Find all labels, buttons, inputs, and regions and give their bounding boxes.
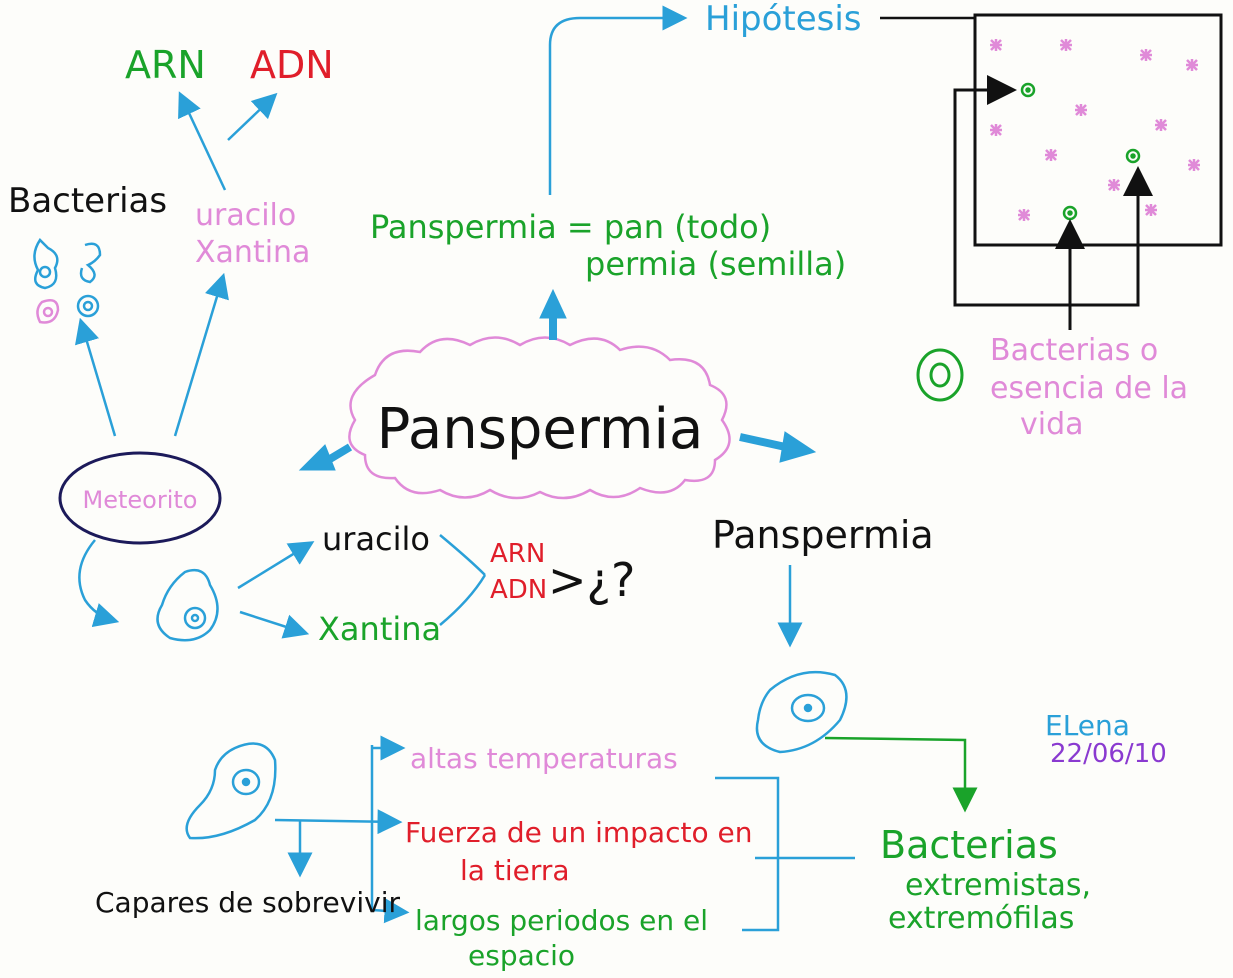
adn-label-top: ADN bbox=[250, 43, 334, 87]
panspermia-label-right: Panspermia bbox=[712, 513, 934, 557]
legend-line1: Bacterias o bbox=[990, 333, 1158, 368]
fuerza-label-1: Fuerza de un impacto en bbox=[405, 816, 752, 849]
arrow-cell-bacterias bbox=[824, 736, 978, 813]
arrow-to-hipotesis bbox=[548, 5, 688, 195]
arrow-to-largos bbox=[371, 898, 410, 924]
connector-to-bacterias bbox=[715, 776, 855, 932]
arrow-cell-xantina bbox=[239, 610, 310, 639]
bacterias-label-right: Bacterias bbox=[880, 823, 1058, 867]
legend-line3: vida bbox=[1020, 407, 1084, 442]
signature-date: 22/06/10 bbox=[1050, 739, 1167, 769]
meteorito-label: Meteorito bbox=[83, 486, 198, 514]
bacterias-label-top: Bacterias bbox=[8, 181, 167, 221]
xantina-label-mid: Xantina bbox=[318, 610, 441, 648]
cell-drawing-right bbox=[755, 670, 848, 754]
adn-label-mid: ADN bbox=[490, 575, 547, 605]
legend-seed-icon bbox=[916, 348, 964, 402]
central-cloud bbox=[348, 336, 731, 500]
uracilo-label-mid: uracilo bbox=[322, 520, 430, 558]
arrow-meteorito-xantina bbox=[173, 272, 229, 437]
xantina-label-top: Xantina bbox=[195, 235, 310, 270]
meteorito-ellipse bbox=[58, 451, 222, 545]
fuerza-label-2: la tierra bbox=[460, 854, 570, 887]
arrow-to-arn bbox=[178, 91, 227, 191]
central-title: Panspermia bbox=[377, 397, 704, 462]
arrow-meteorito-bacterias bbox=[75, 317, 117, 437]
largos-label-2: espacio bbox=[468, 939, 575, 972]
cell-drawing-mid bbox=[156, 568, 219, 642]
extremistas-label: extremistas, bbox=[905, 868, 1091, 903]
cell-drawing-bottom bbox=[185, 742, 277, 840]
question-mark: >¿? bbox=[548, 553, 635, 607]
bracket-to-arn-adn bbox=[439, 534, 487, 626]
capaces-label: Capares de sobrevivir bbox=[95, 886, 400, 919]
largos-label-1: largos periodos en el bbox=[415, 904, 708, 937]
arrow-to-adn bbox=[227, 92, 278, 141]
bacteria-icons bbox=[33, 238, 102, 324]
legend-line2: esencia de la bbox=[990, 371, 1188, 406]
seed-pointers bbox=[953, 75, 1153, 330]
uracilo-label-top: uracilo bbox=[195, 198, 296, 233]
altas-label: altas temperaturas bbox=[410, 742, 678, 775]
signature-name: ELena bbox=[1045, 709, 1130, 742]
arn-label-mid: ARN bbox=[490, 539, 545, 569]
arrow-cell-uracilo bbox=[237, 541, 315, 590]
space-box bbox=[973, 13, 1223, 247]
arn-label-top: ARN bbox=[125, 43, 206, 87]
extremofilas-label: extremófilas bbox=[888, 901, 1074, 936]
center-arrows bbox=[298, 288, 817, 471]
hipotesis-label: Hipótesis bbox=[705, 0, 862, 39]
star-marks bbox=[990, 39, 1200, 221]
arrow-meteorito-cell bbox=[78, 539, 120, 628]
arrow-cell-fuerza bbox=[274, 809, 403, 835]
definition-line1: Panspermia = pan (todo) bbox=[370, 208, 771, 246]
definition-line2: permia (semilla) bbox=[585, 245, 846, 283]
